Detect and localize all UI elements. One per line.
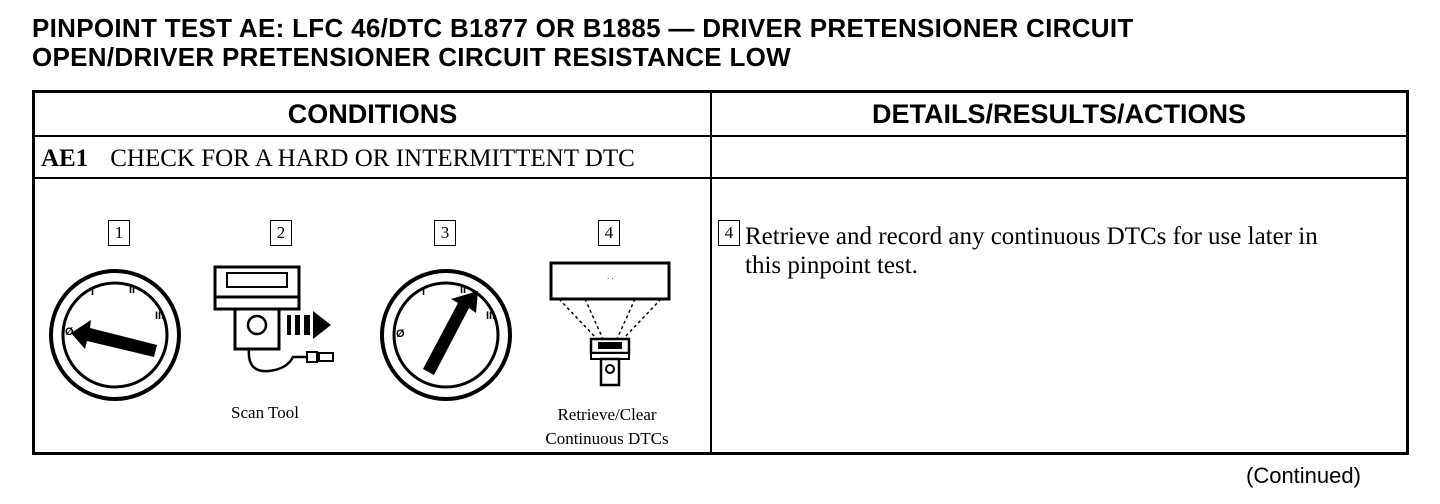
svg-text:I: I [422,286,425,298]
conditions-header: CONDITIONS [287,98,458,129]
step-row: AE1 CHECK FOR A HARD OR INTERMITTENT DTC [41,143,635,175]
step-id: AE1 [41,145,89,172]
step-divider [35,177,1406,179]
title-line-2: OPEN/DRIVER PRETENSIONER CIRCUIT RESISTA… [32,42,792,72]
scan-tool-icon [213,265,334,373]
svg-text:II: II [460,284,466,296]
illustration-4-number: 4 [598,220,620,246]
column-divider [710,93,712,452]
illustration-2-caption: Scan Tool [231,403,299,422]
details-header: DETAILS/RESULTS/ACTIONS [871,98,1246,129]
retrieve-dtc-icon: . . [549,261,671,387]
ignition-switch-off-icon: Ø I II III [49,269,181,401]
ignition-switch-run-icon: Ø I II III [380,269,512,401]
page-title: PINPOINT TEST AE: LFC 46/DTC B1877 OR B1… [32,14,1134,72]
illustration-4-caption-line-2: Continuous DTCs [545,429,669,448]
svg-text:II: II [129,284,135,296]
illustration-2-number: 2 [270,220,292,246]
illustration-4-caption-line-1: Retrieve/Clear [557,405,657,424]
continued-note: (Continued) [1246,463,1361,488]
detail-number: 4 [718,220,740,246]
svg-text:Ø: Ø [396,328,405,340]
svg-text:III: III [155,310,164,322]
svg-text:Ø: Ø [65,326,74,338]
title-line-1: PINPOINT TEST AE: LFC 46/DTC B1877 OR B1… [32,13,1134,43]
step-title: CHECK FOR A HARD OR INTERMITTENT DTC [110,145,635,172]
svg-text:. .: . . [607,272,614,281]
illustration-1-number: 1 [108,220,130,246]
pinpoint-table: CONDITIONS DETAILS/RESULTS/ACTIONS AE1 C… [32,90,1409,455]
illustration-3-number: 3 [434,220,456,246]
illustration-4-caption: Retrieve/Clear Continuous DTCs [527,403,687,451]
svg-text:III: III [486,310,495,322]
detail-text: Retrieve and record any continuous DTCs … [745,223,1318,279]
header-divider [35,135,1406,137]
svg-text:I: I [91,286,94,298]
